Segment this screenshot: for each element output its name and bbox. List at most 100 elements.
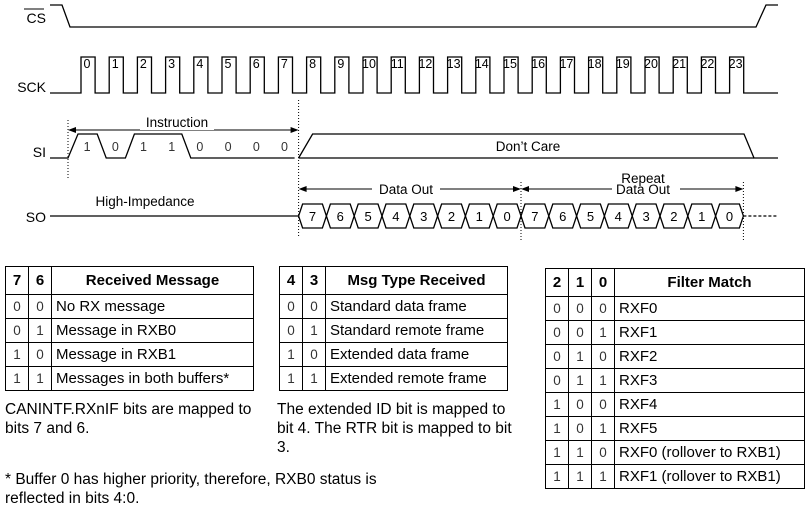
bit-cell: 0 <box>591 296 615 321</box>
cs-line <box>50 4 778 28</box>
description-cell: Extended remote frame <box>325 366 508 391</box>
description-cell: Extended data frame <box>325 342 508 367</box>
description-cell: Standard remote frame <box>325 318 508 343</box>
bit-cell: 1 <box>591 320 615 345</box>
description-cell: Message in RXB1 <box>51 342 254 367</box>
bit-cell: 0 <box>568 296 592 321</box>
so-bit: 5 <box>587 209 594 224</box>
arrow-head <box>513 186 521 192</box>
clock-label: 0 <box>84 57 91 71</box>
table-header-cell: 7 <box>5 266 29 295</box>
clock-label: 13 <box>447 57 461 71</box>
bit-cell: 1 <box>28 366 52 391</box>
sck-line <box>50 56 778 94</box>
table-row: 1 0 0 RXF4 <box>545 392 805 417</box>
clock-label: 20 <box>644 57 658 71</box>
cs-waveform <box>50 4 778 28</box>
bit-cell: 0 <box>545 296 569 321</box>
si-bit: 1 <box>168 140 175 154</box>
bit-cell: 1 <box>568 464 592 489</box>
si-bit: 1 <box>84 140 91 154</box>
repeat-label-bg <box>612 168 680 196</box>
so-bit: 6 <box>337 209 344 224</box>
clock-label: 4 <box>196 57 203 71</box>
clock-label: 9 <box>337 57 344 71</box>
clock-label: 15 <box>503 57 517 71</box>
bit-cell: 1 <box>591 368 615 393</box>
bit-cell: 0 <box>568 392 592 417</box>
bit-cell: 1 <box>591 416 615 441</box>
so-bit: 4 <box>392 209 399 224</box>
clock-label: 19 <box>616 57 630 71</box>
so-bit: 6 <box>559 209 566 224</box>
so-bit: 3 <box>420 209 427 224</box>
msg-type-table: 4 3 Msg Type Received 0 0 Standard data … <box>279 266 508 391</box>
si-bit: 0 <box>281 140 288 154</box>
signal-label-so: SO <box>26 209 46 225</box>
bit-cell: 0 <box>568 320 592 345</box>
table-row: 0 0 Standard data frame <box>279 294 508 319</box>
bit-cell: 0 <box>591 392 615 417</box>
table-row: 0 1 Standard remote frame <box>279 318 508 343</box>
bit-cell: 1 <box>28 318 52 343</box>
si-bit: 1 <box>140 140 147 154</box>
bit-cell: 1 <box>545 416 569 441</box>
bit-cell: 1 <box>279 342 303 367</box>
description-cell: RXF1 <box>614 320 805 345</box>
repeat-label-line1: Repeat <box>621 171 665 186</box>
signal-label-si: SI <box>33 144 46 160</box>
clock-label: 21 <box>672 57 686 71</box>
filter-match-table: 2 1 0 Filter Match 0 0 0 RXF0 0 0 1 RXF1… <box>545 268 805 489</box>
clock-label: 6 <box>253 57 260 71</box>
si-bit: 0 <box>225 140 232 154</box>
table-row: 1 1 Messages in both buffers* <box>5 366 254 391</box>
bit-cell: 0 <box>28 342 52 367</box>
bit-cell: 0 <box>545 320 569 345</box>
description-cell: RXF4 <box>614 392 805 417</box>
high-impedance-label: High-Impedance <box>95 194 194 209</box>
bit-cell: 1 <box>545 392 569 417</box>
table-row: 1 0 Message in RXB1 <box>5 342 254 367</box>
table-header-cell: Received Message <box>51 266 254 295</box>
bit-cell: 1 <box>279 366 303 391</box>
so-bit: 7 <box>309 209 316 224</box>
clock-label: 7 <box>281 57 288 71</box>
bit-cell: 1 <box>5 366 29 391</box>
so-bit: 4 <box>615 209 622 224</box>
table-header-cell: 3 <box>302 266 326 295</box>
clock-label: 22 <box>700 57 714 71</box>
clock-label: 3 <box>168 57 175 71</box>
so-bit: 7 <box>531 209 538 224</box>
signal-label-sck: SCK <box>17 79 46 95</box>
description-cell: Messages in both buffers* <box>51 366 254 391</box>
clock-label: 10 <box>362 57 376 71</box>
so-bit: 0 <box>726 209 733 224</box>
bit-cell: 0 <box>279 318 303 343</box>
table-row: 0 0 No RX message <box>5 294 254 319</box>
so-bit: 2 <box>448 209 455 224</box>
si-instruction-line <box>50 133 295 159</box>
clock-label: 12 <box>418 57 432 71</box>
table-header-row: 7 6 Received Message <box>5 266 254 295</box>
si-bit: 0 <box>112 140 119 154</box>
footnote: * Buffer 0 has higher priority, therefor… <box>5 471 377 507</box>
table-header-row: 4 3 Msg Type Received <box>279 266 508 295</box>
bit-cell: 1 <box>568 344 592 369</box>
received-message-table: 7 6 Received Message 0 0 No RX message 0… <box>5 266 254 391</box>
description-cell: No RX message <box>51 294 254 319</box>
instruction-label-bg <box>140 114 214 130</box>
bit-cell: 0 <box>5 318 29 343</box>
table-row: 1 1 1 RXF1 (rollover to RXB1) <box>545 464 805 489</box>
si-dont-care-line <box>298 133 778 159</box>
bit-cell: 1 <box>302 318 326 343</box>
clock-label: 14 <box>475 57 489 71</box>
clock-label: 18 <box>588 57 602 71</box>
bit-cell: 0 <box>302 294 326 319</box>
description-cell: Message in RXB0 <box>51 318 254 343</box>
clock-label: 8 <box>309 57 316 71</box>
bit-cell: 1 <box>545 464 569 489</box>
clock-label: 1 <box>112 57 119 71</box>
